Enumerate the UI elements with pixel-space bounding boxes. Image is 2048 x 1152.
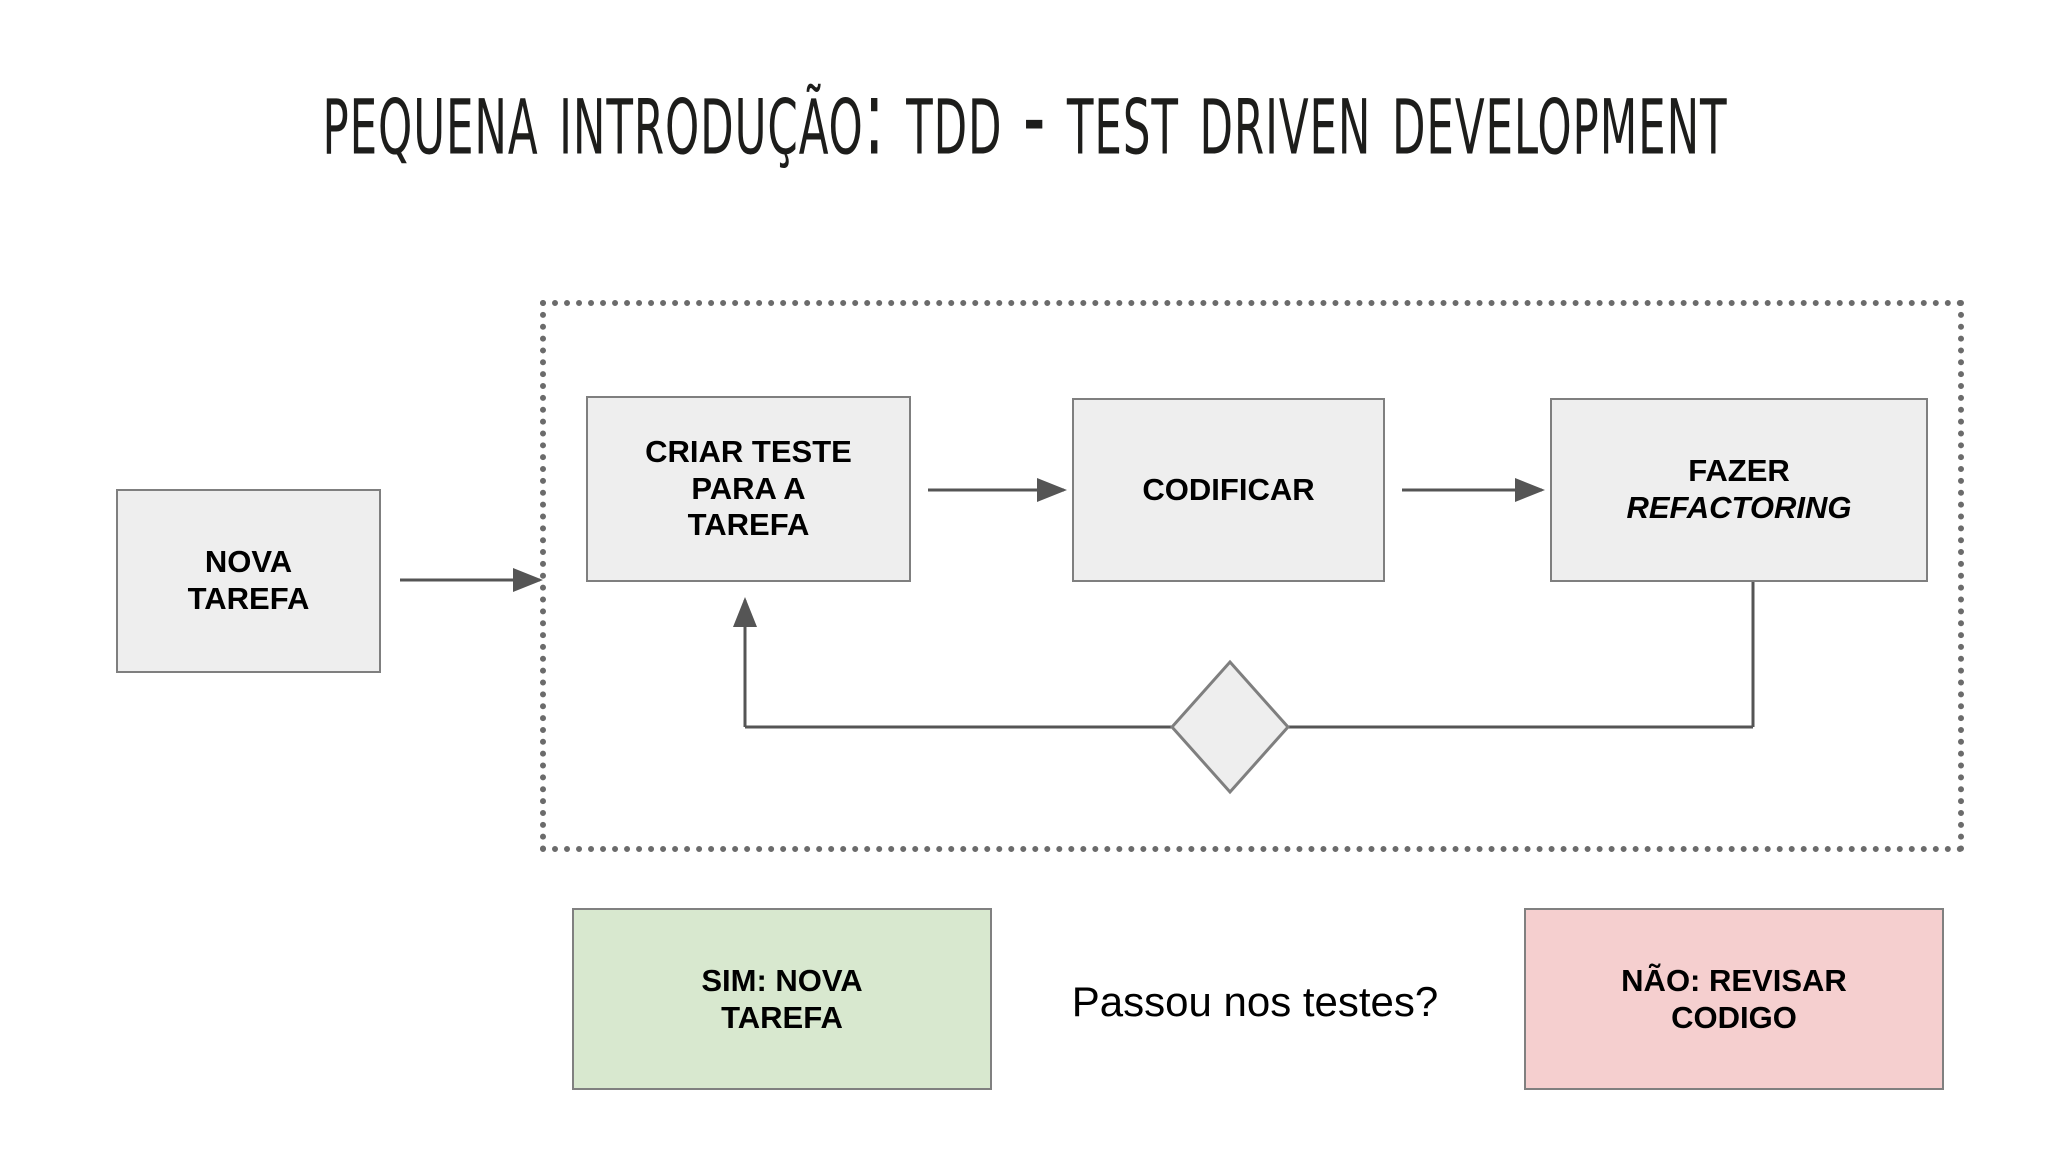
legend-no-box[interactable]: NÃO: REVISAR CODIGO bbox=[1524, 908, 1944, 1090]
node-criar-teste-line3: TAREFA bbox=[687, 507, 810, 543]
legend-no-line2: CODIGO bbox=[1671, 1000, 1797, 1035]
legend-yes-line1: SIM: NOVA bbox=[701, 962, 863, 998]
legend-no-line1: NÃO: REVISAR bbox=[1621, 962, 1847, 998]
legend-yes-line2: TAREFA bbox=[721, 1000, 843, 1035]
node-fazer-refactoring-line1: FAZER bbox=[1688, 453, 1790, 489]
node-criar-teste[interactable]: CRIAR TESTE PARA A TAREFA bbox=[586, 396, 911, 582]
node-criar-teste-line2: PARA A bbox=[691, 470, 806, 506]
page-title: Pequena introdução: TDD - test driven de… bbox=[322, 54, 1728, 180]
node-fazer-refactoring-line2: REFACTORING bbox=[1626, 490, 1852, 525]
node-fazer-refactoring[interactable]: FAZER REFACTORING bbox=[1550, 398, 1928, 582]
legend-yes-box[interactable]: SIM: NOVA TAREFA bbox=[572, 908, 992, 1090]
node-codificar[interactable]: CODIFICAR bbox=[1072, 398, 1385, 582]
node-codificar-label: CODIFICAR bbox=[1142, 471, 1315, 507]
node-nova-tarefa-line2: TAREFA bbox=[187, 581, 310, 616]
legend-question-label: Passou nos testes? bbox=[1071, 978, 1439, 1025]
node-nova-tarefa-line1: NOVA bbox=[204, 544, 293, 580]
node-nova-tarefa[interactable]: NOVA TAREFA bbox=[116, 489, 381, 673]
node-criar-teste-line1: CRIAR TESTE bbox=[645, 434, 852, 470]
tdd-cycle-region bbox=[540, 300, 1964, 852]
